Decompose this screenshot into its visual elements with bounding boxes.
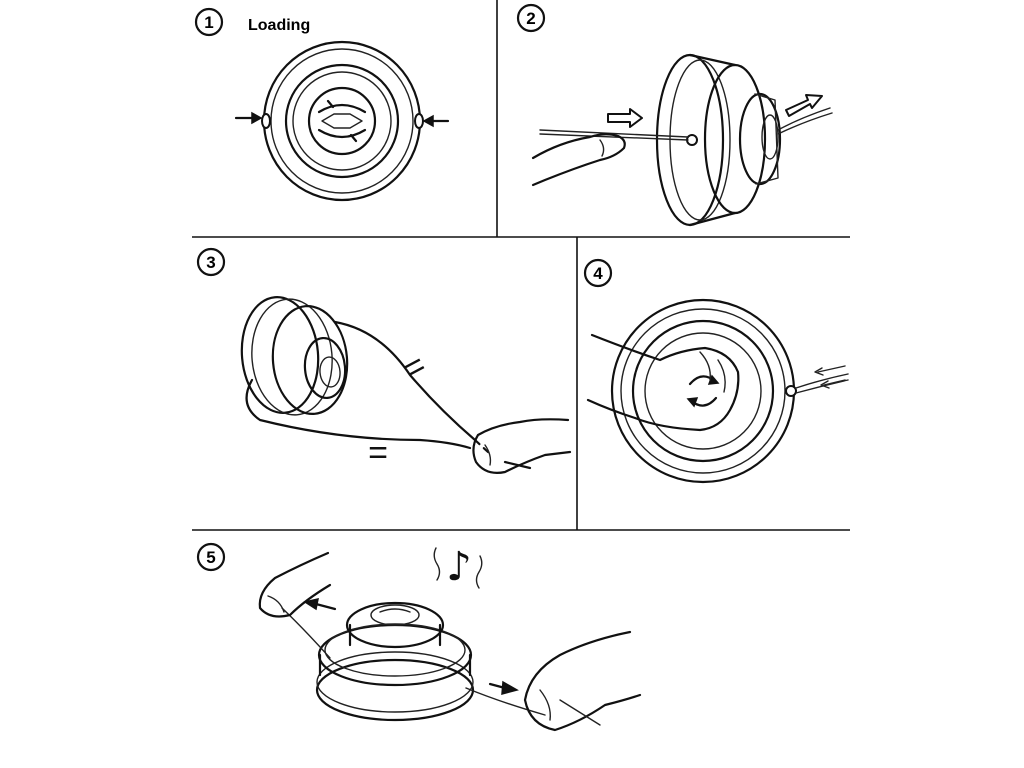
step-number: 2 bbox=[526, 9, 535, 28]
eyelet-left bbox=[261, 113, 271, 129]
step-number: 3 bbox=[206, 253, 215, 272]
rotation-arrows-icon bbox=[686, 374, 720, 408]
hollow-arrow-right-icon bbox=[607, 108, 643, 128]
spool-head-front-view bbox=[610, 298, 797, 484]
music-note-click-icon: ♪ bbox=[433, 544, 483, 590]
step-2-panel: 2 bbox=[516, 3, 833, 227]
arrow-pointing-left-icon bbox=[422, 114, 450, 128]
step-number: 4 bbox=[593, 264, 603, 283]
step-number-badge: 3 bbox=[196, 247, 226, 277]
right-hand-pulling-line bbox=[523, 630, 642, 732]
step-5-panel: 5 ♪ bbox=[196, 542, 642, 732]
step-number-badge: 1 bbox=[194, 7, 224, 37]
step-4-panel: 4 bbox=[583, 258, 849, 484]
equal-length-mark: = bbox=[397, 346, 432, 389]
music-note-icon: ♪ bbox=[446, 544, 472, 590]
trimmer-line bbox=[795, 373, 849, 394]
trimmer-line bbox=[539, 107, 833, 141]
hand-pulling-line bbox=[531, 133, 626, 187]
panel-dividers bbox=[192, 0, 850, 531]
eyelet bbox=[785, 385, 797, 397]
step-1-panel: 1 Loading bbox=[194, 7, 450, 202]
hand-turning-knob bbox=[586, 333, 740, 432]
eyelet-right bbox=[414, 113, 424, 129]
step-number: 5 bbox=[206, 548, 215, 567]
trimmer-line bbox=[245, 320, 490, 454]
step-number-badge: 4 bbox=[583, 258, 613, 288]
equal-length-mark: = bbox=[368, 434, 388, 472]
trimmer-line bbox=[281, 607, 546, 716]
arrow-pointing-right-icon bbox=[488, 680, 519, 695]
hand-holding-line bbox=[472, 418, 572, 474]
arrow-pointing-right-icon bbox=[234, 111, 263, 125]
hollow-arrow-up-right-icon bbox=[785, 94, 823, 117]
step-number-badge: 2 bbox=[516, 3, 546, 33]
step-number-badge: 5 bbox=[196, 542, 226, 572]
spool-head-front-view bbox=[261, 40, 424, 202]
spool-head-angled-view bbox=[240, 296, 349, 416]
step-3-panel: 3 = = bbox=[196, 247, 572, 474]
step-title: Loading bbox=[248, 17, 310, 34]
spool-head-perspective-view bbox=[315, 601, 475, 722]
spool-head-side-view bbox=[655, 53, 782, 227]
arrow-pointing-left-icon bbox=[303, 598, 337, 611]
left-hand-pulling-line bbox=[258, 551, 332, 618]
step-number: 1 bbox=[204, 13, 213, 32]
small-arrow-left-icon bbox=[814, 365, 846, 389]
